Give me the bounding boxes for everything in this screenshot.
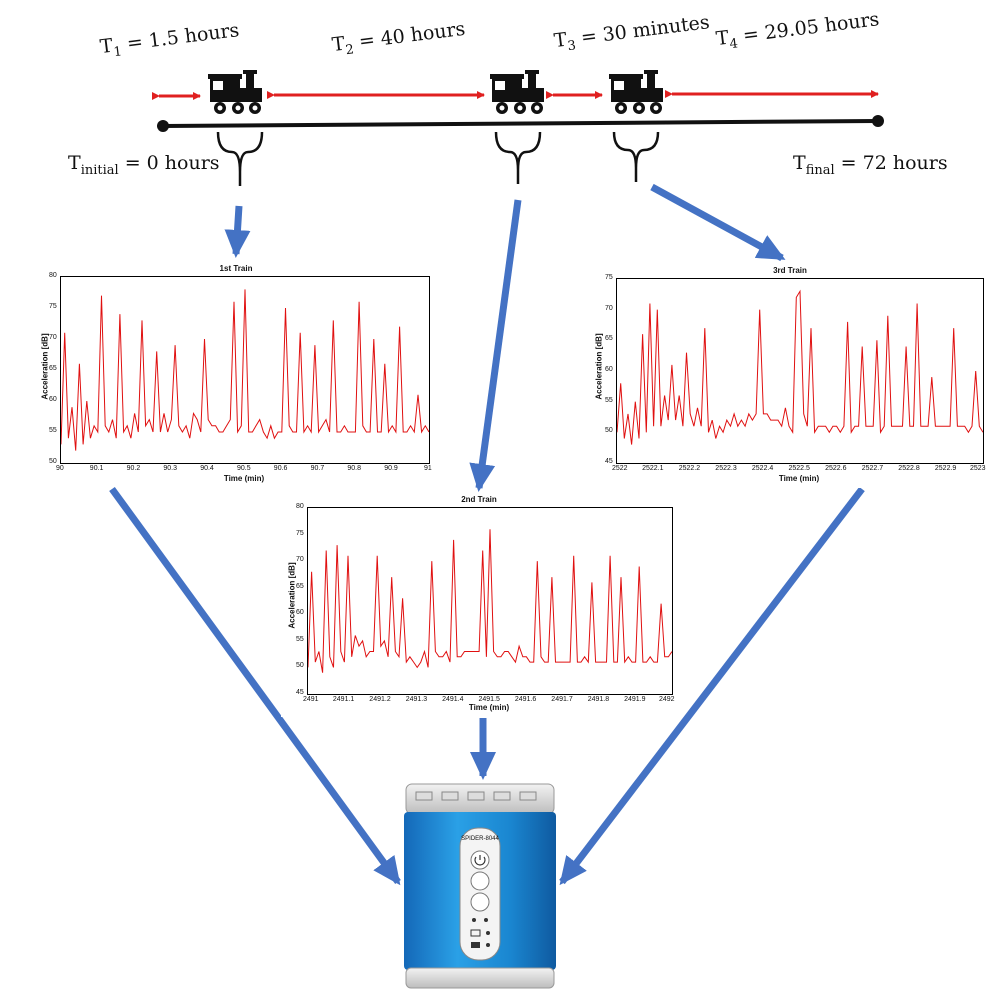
plot-title: 2nd Train <box>461 495 497 504</box>
x-tick-label: 2491.2 <box>369 696 391 703</box>
device-model-label: SPIDER-8044 <box>461 836 499 842</box>
x-tick-label: 2523 <box>970 465 986 472</box>
plot-area <box>60 276 430 464</box>
signal-plot-svg <box>61 289 429 451</box>
x-tick-label: 90.7 <box>310 465 325 472</box>
x-tick-label: 2492 <box>659 696 675 703</box>
train-brace <box>494 131 542 184</box>
start-icon[interactable] <box>470 871 490 891</box>
flow-arrow <box>224 205 251 258</box>
signal-plot-svg <box>617 289 983 445</box>
plot-title: 3rd Train <box>773 266 807 275</box>
x-tick-label: 2522.1 <box>642 465 664 472</box>
x-tick-label: 2522.7 <box>861 465 884 472</box>
x-tick-label: 2491.7 <box>551 696 573 703</box>
y-tick-label: 65 <box>49 365 57 372</box>
x-tick-label: 2491.5 <box>478 696 500 703</box>
signal-series-line <box>617 289 983 445</box>
train-icon <box>208 70 262 114</box>
plot-3rd-train: 3rd Train Acceleration [dB] Time (min) 2… <box>590 266 990 488</box>
battery-icon <box>470 929 481 937</box>
t-final-label: Tfinal = 72 hours <box>793 152 948 178</box>
y-tick-label: 50 <box>296 662 304 670</box>
x-tick-label: 90.8 <box>347 465 362 472</box>
y-tick-label: 80 <box>49 272 57 279</box>
y-tick-label: 55 <box>49 427 57 434</box>
signal-series-line <box>61 289 429 451</box>
y-tick-label: 45 <box>296 689 304 696</box>
plot-area <box>616 278 984 464</box>
timeline-axis <box>162 119 879 128</box>
x-tick-label: 2522.9 <box>934 465 957 472</box>
flow-arrow <box>650 183 786 262</box>
x-tick-label: 2491.4 <box>442 696 464 703</box>
y-tick-label: 50 <box>605 427 613 435</box>
timeline-start-dot <box>157 120 169 132</box>
x-tick-label: 90.3 <box>163 465 178 472</box>
flow-arrow <box>559 486 865 886</box>
y-tick-label: 65 <box>296 582 304 590</box>
t-initial-label: Tinitial = 0 hours <box>68 152 220 178</box>
y-axis-label: Acceleration [dB] <box>594 333 604 400</box>
y-tick-label: 75 <box>296 529 304 537</box>
x-tick-label: 2522.3 <box>715 465 737 472</box>
plot-area <box>307 507 673 695</box>
y-axis-label: Acceleration [dB] <box>287 562 297 629</box>
x-tick-label: 2491 <box>303 696 319 703</box>
y-tick-label: 70 <box>49 334 57 341</box>
y-tick-label: 65 <box>605 335 613 343</box>
timeline-end-dot <box>872 115 884 127</box>
signal-series-line <box>308 529 672 673</box>
y-tick-label: 45 <box>605 458 613 465</box>
y-tick-label: 70 <box>296 556 304 564</box>
x-axis-label: Time (min) <box>468 703 510 712</box>
train-brace <box>216 131 264 186</box>
x-tick-label: 2522.5 <box>788 465 810 472</box>
x-tick-label: 91 <box>424 465 432 472</box>
train-brace <box>612 131 660 182</box>
x-tick-label: 2491.1 <box>332 696 355 703</box>
y-tick-label: 60 <box>296 609 304 617</box>
data-logger-device: SPIDER-8044 <box>404 783 556 989</box>
train-icon <box>609 70 663 114</box>
y-tick-label: 60 <box>605 366 613 373</box>
y-tick-label: 80 <box>296 503 304 510</box>
x-tick-label: 2491.9 <box>624 696 646 703</box>
x-tick-label: 2522 <box>612 465 628 472</box>
x-tick-label: 2522.8 <box>898 465 920 472</box>
x-axis-label: Time (min) <box>778 474 820 483</box>
x-tick-label: 2491.8 <box>587 696 610 703</box>
x-tick-label: 90.5 <box>237 465 251 472</box>
y-tick-label: 70 <box>605 304 613 312</box>
x-axis-label: Time (min) <box>223 474 265 483</box>
y-tick-label: 60 <box>49 396 57 403</box>
flow-arrow <box>469 199 522 492</box>
x-tick-label: 2522.4 <box>751 465 774 472</box>
x-tick-label: 90.9 <box>384 465 398 472</box>
y-tick-label: 75 <box>49 303 57 310</box>
plot-2nd-train: 2nd Train Acceleration [dB] Time (min) 2… <box>281 495 677 717</box>
signal-plot-svg <box>308 529 672 673</box>
x-tick-label: 90 <box>56 465 64 472</box>
plot-1st-train: 1st Train Acceleration [dB] Time (min) 9… <box>36 264 436 486</box>
network-icon <box>471 942 480 948</box>
flow-arrow <box>109 486 401 886</box>
x-tick-label: 2491.6 <box>514 696 537 703</box>
y-tick-label: 50 <box>49 458 57 465</box>
y-tick-label: 75 <box>605 274 613 281</box>
y-tick-label: 55 <box>605 396 613 404</box>
stop-icon[interactable] <box>470 892 490 912</box>
plot-title: 1st Train <box>219 264 253 273</box>
train-icon <box>490 70 544 114</box>
x-tick-label: 90.1 <box>89 465 104 472</box>
x-tick-label: 90.2 <box>126 465 141 472</box>
x-tick-label: 90.6 <box>273 465 288 472</box>
x-tick-label: 2491.3 <box>405 696 428 703</box>
x-tick-label: 90.4 <box>200 465 214 472</box>
x-tick-label: 2522.2 <box>678 465 701 472</box>
y-tick-label: 55 <box>296 635 304 643</box>
x-tick-label: 2522.6 <box>825 465 847 472</box>
